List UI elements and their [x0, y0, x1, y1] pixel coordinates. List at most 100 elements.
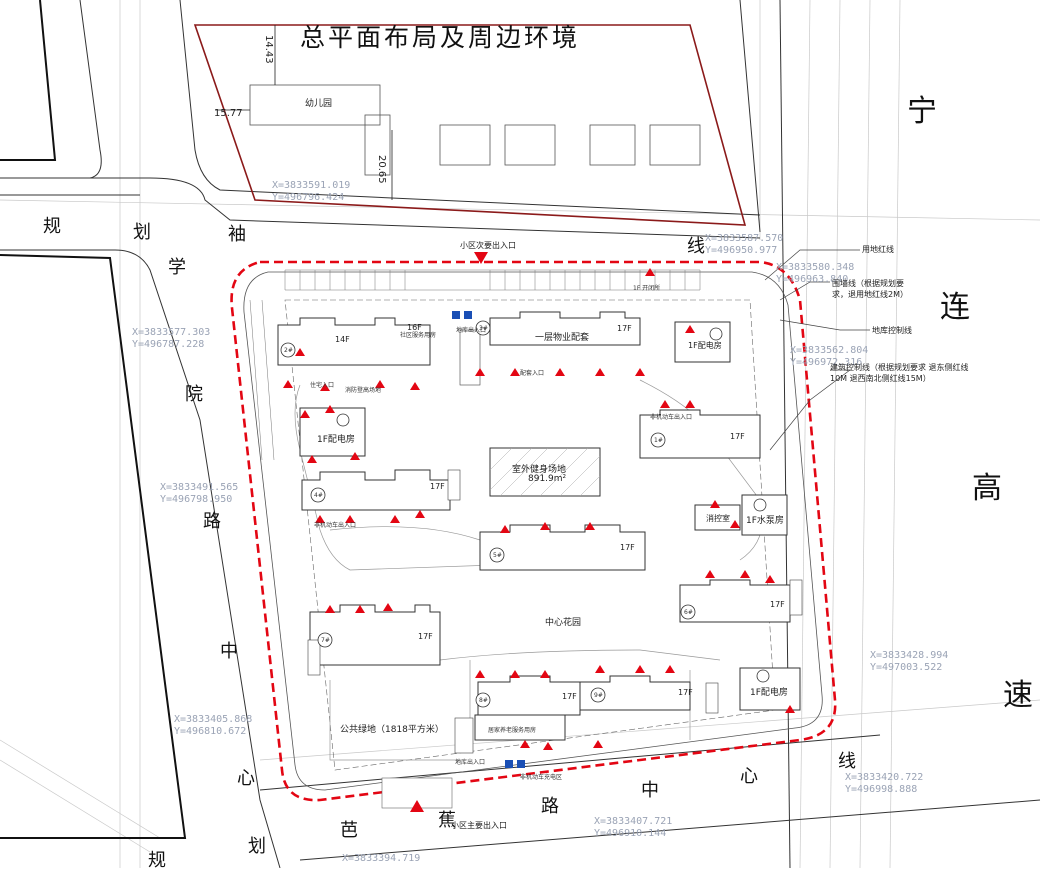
- coordinate-label: X=3833407.721: [594, 816, 673, 827]
- road-char: 院: [185, 384, 203, 405]
- elder-room-label: 居家养老服务用房: [488, 727, 537, 734]
- building-floors: 14F: [335, 335, 350, 344]
- kindergarten-label: 幼儿园: [305, 99, 333, 109]
- building-9: [579, 675, 691, 711]
- dimension-label: 20.65: [376, 155, 387, 184]
- building-floors: 17F: [770, 600, 785, 609]
- garage-ramp-label: 地库出入口: [455, 759, 486, 766]
- dimension-lines: [215, 25, 393, 200]
- building-4: [301, 469, 451, 511]
- wall-line: [243, 271, 823, 791]
- service-buildings: [299, 321, 801, 741]
- road-char: 线: [838, 751, 856, 772]
- building-floors: 17F: [562, 692, 577, 701]
- building-floors: 17F: [678, 688, 693, 697]
- shop-entry-label: 配套入口: [520, 370, 545, 377]
- road-char: 心: [740, 766, 758, 787]
- building-floors: 17F: [430, 482, 445, 491]
- building-2: [277, 317, 431, 366]
- building-number: 4#: [314, 492, 323, 499]
- road-char: 宁: [907, 94, 937, 129]
- dimension-label: 15.77: [214, 108, 243, 119]
- control-room-label: 消控室: [706, 514, 730, 523]
- road-char: 袖: [228, 224, 246, 245]
- coordinate-label: Y=496910.144: [594, 828, 667, 839]
- residential-buildings: [277, 311, 791, 716]
- green-area-label: 公共绿地（1818平方米）: [340, 725, 444, 735]
- pump-room-label: 1F水泵房: [746, 516, 784, 526]
- coordinate-label: X=3833587.570: [705, 233, 784, 244]
- fitness-area-label: 891.9m²: [528, 474, 567, 484]
- power-room-1: [299, 407, 366, 457]
- coordinate-label: X=3833491.565: [160, 482, 239, 493]
- coordinate-label: Y=496972.316: [790, 357, 863, 368]
- road-char: 路: [541, 796, 559, 817]
- bike-entry-label: 非机动车出入口: [650, 414, 693, 421]
- road-char: 蕉: [438, 810, 456, 831]
- coordinate-label: Y=496796.424: [272, 192, 345, 203]
- coordinate-label: X=3833428.994: [870, 650, 949, 661]
- kindergarten-site: [193, 24, 747, 226]
- coordinate-label: Y=497003.522: [870, 662, 943, 673]
- nonmotor-label: 非机动车充电区: [520, 774, 563, 781]
- coordinate-label: Y=496963.840: [776, 274, 849, 285]
- coordinate-label: Y=496810.672: [174, 726, 247, 737]
- road-char: 学: [168, 257, 186, 278]
- entrance-triangle-icon: [474, 252, 488, 264]
- road-char: 规: [148, 850, 166, 871]
- site-red-boundary: [230, 260, 837, 802]
- entrance-triangle-icon: [410, 800, 424, 812]
- road-char: 中: [641, 780, 659, 801]
- power-room-label: 1F配电房: [317, 435, 355, 445]
- coordinate-label: Y=496787.228: [132, 339, 205, 350]
- fire-area-label: 消防登高场地: [345, 387, 382, 394]
- switch-station-label: 1F 开闭所: [633, 285, 661, 292]
- legend-basement-line: 地库控制线: [872, 326, 912, 335]
- power-room-label: 1F配电房: [688, 341, 722, 350]
- road-char: 规: [43, 216, 61, 237]
- parking-row: [249, 269, 701, 461]
- road-char: 芭: [340, 820, 358, 841]
- coordinate-label: X=3833405.868: [174, 714, 253, 725]
- building-floors: 17F: [617, 324, 632, 333]
- garage-exit-label: 非机动车出入口: [314, 522, 357, 529]
- power-room-label: 1F配电房: [750, 688, 788, 698]
- building-number: 2#: [284, 347, 293, 354]
- community-label: 社区服务用房: [400, 332, 437, 339]
- coordinate-label: X=3833580.348: [776, 262, 855, 273]
- garage-ramp-label: 地库出入口: [456, 327, 487, 334]
- building-3: [489, 311, 641, 346]
- building-number: 1#: [654, 437, 663, 444]
- building-floors: 16F: [407, 323, 422, 332]
- coordinate-label: Y=496950.977: [705, 245, 778, 256]
- page-title: 总平面布局及周边环境: [300, 23, 581, 52]
- building-5: [479, 524, 646, 571]
- building-number: 6#: [684, 609, 693, 616]
- secondary-entrance-label: 小区次要出入口: [460, 241, 516, 250]
- road-char: 连: [940, 290, 970, 325]
- building-number: 7#: [321, 637, 330, 644]
- road-char: 中: [220, 641, 238, 662]
- wheelchair-icon: [452, 311, 525, 768]
- power-room-2: [674, 321, 731, 363]
- building-number: 3#: [479, 325, 488, 332]
- coordinate-label: X=3833394.719: [342, 853, 421, 864]
- building-floors: 17F: [730, 432, 745, 441]
- building-number: 8#: [479, 697, 488, 704]
- block-outlines: [0, 0, 187, 839]
- legend-red-line: 用地红线: [862, 245, 894, 254]
- fitness-label: 室外健身场地: [512, 465, 567, 475]
- building-floors: 17F: [620, 543, 635, 552]
- building-floors: 17F: [418, 632, 433, 641]
- power-room-3: [739, 667, 801, 711]
- building-number: 9#: [594, 692, 603, 699]
- kindergarten-buildings: [249, 84, 701, 176]
- coordinate-label: X=3833420.722: [845, 772, 924, 783]
- road-char: 划: [248, 836, 266, 857]
- building-1: [639, 409, 761, 459]
- building-marker-icon: [280, 320, 770, 708]
- fitness-hatch: [489, 447, 601, 497]
- elder-room: [474, 714, 566, 741]
